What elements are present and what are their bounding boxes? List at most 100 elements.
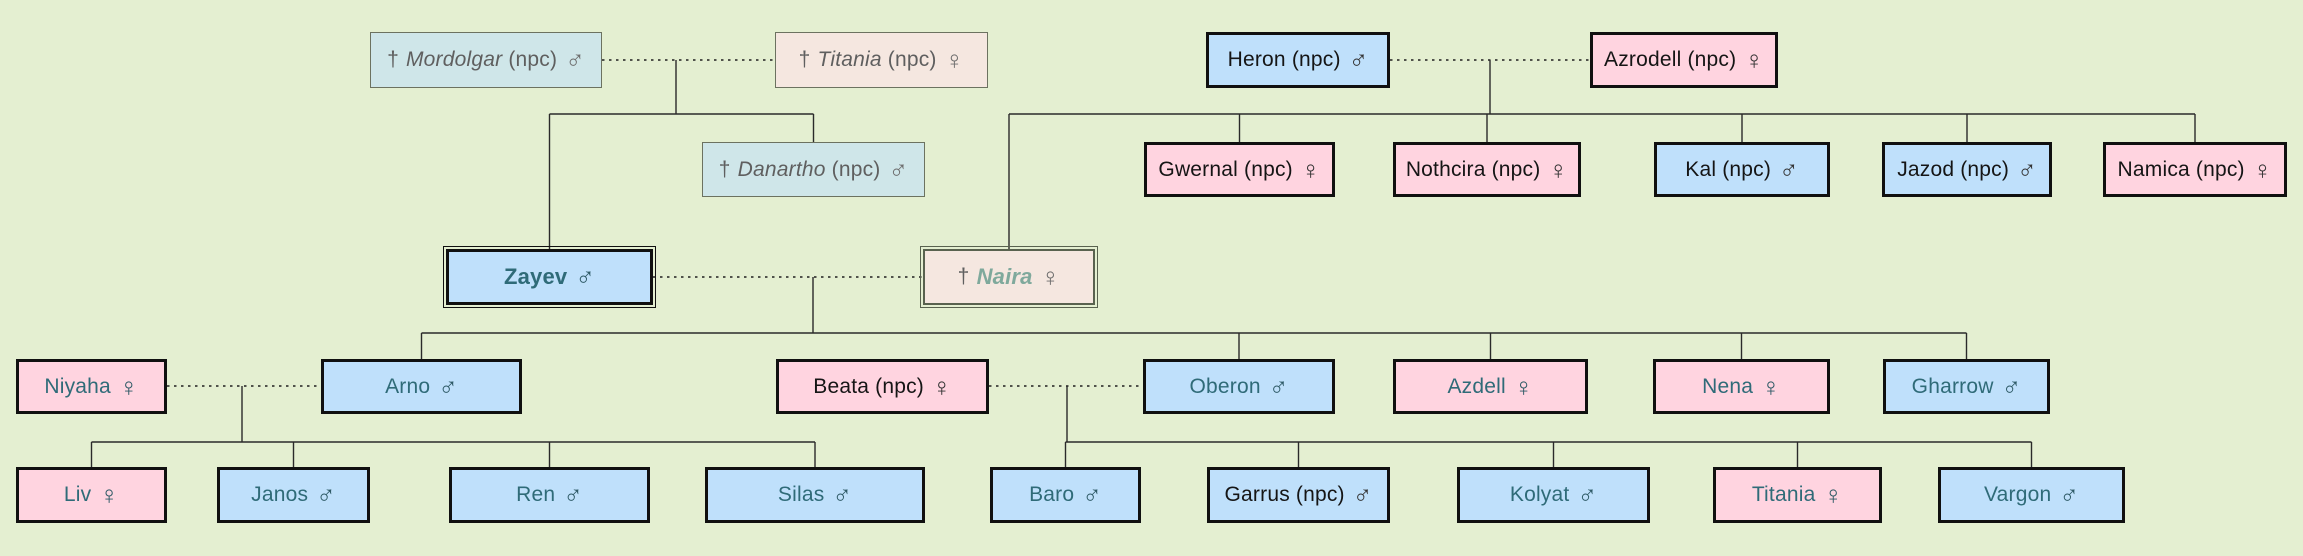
person-name: Jazod (1897, 157, 1955, 181)
person-name: Arno (385, 374, 431, 398)
male-symbol: ♂ (1348, 45, 1369, 75)
male-symbol: ♂ (1268, 371, 1289, 402)
person-node-titania-jr[interactable]: Titania ♀ (1713, 467, 1882, 523)
npc-tag: (npc) (1960, 157, 2010, 181)
person-node-danartho[interactable]: †Danartho(npc) ♂ (702, 142, 925, 197)
person-node-azdell[interactable]: Azdell ♀ (1393, 359, 1588, 414)
male-symbol: ♂ (888, 154, 909, 185)
male-symbol: ♂ (1577, 480, 1598, 510)
person-name: Titania (1751, 483, 1816, 506)
person-name: Niyaha (44, 374, 111, 398)
person-node-niyaha[interactable]: Niyaha ♀ (16, 359, 167, 414)
person-node-garrus[interactable]: Garrus(npc) ♂ (1207, 467, 1390, 523)
person-node-naira[interactable]: † Naira ♀ (920, 246, 1098, 308)
npc-tag: (npc) (1491, 157, 1541, 181)
npc-tag: (npc) (1722, 157, 1772, 181)
person-node-gharrow[interactable]: Gharrow ♂ (1883, 359, 2050, 414)
person-node-janos[interactable]: Janos♂ (217, 467, 370, 523)
male-symbol: ♂ (575, 262, 596, 292)
female-symbol: ♀ (1040, 262, 1061, 292)
person-node-jazod[interactable]: Jazod(npc) ♂ (1882, 142, 2052, 197)
person-name: Oberon (1189, 374, 1261, 398)
person-node-gwernal[interactable]: Gwernal(npc) ♀ (1144, 142, 1335, 197)
deceased-dagger: † (387, 48, 399, 71)
person-name: Zayev (503, 264, 568, 289)
person-node-oberon[interactable]: Oberon ♂ (1143, 359, 1335, 414)
deceased-dagger: † (798, 48, 811, 71)
female-symbol: ♀ (99, 480, 120, 510)
person-node-vargon[interactable]: Vargon♂ (1938, 467, 2125, 523)
person-node-baro[interactable]: Baro ♂ (990, 467, 1141, 523)
person-node-mordolgar[interactable]: † Mordolgar(npc) ♂ (370, 32, 602, 88)
person-node-nothcira[interactable]: Nothcira(npc) ♀ (1393, 142, 1581, 197)
person-name: Silas (777, 483, 825, 506)
male-symbol: ♂ (1082, 480, 1102, 510)
male-symbol: ♂ (563, 480, 583, 510)
person-name: Mordolgar (405, 48, 503, 71)
person-node-heron[interactable]: Heron(npc) ♂ (1206, 32, 1390, 88)
person-node-namica[interactable]: Namica(npc) ♀ (2103, 142, 2287, 197)
person-name: Heron (1227, 48, 1286, 71)
person-name: Gwernal (1158, 157, 1239, 181)
person-name: Baro (1029, 483, 1075, 506)
person-name: Liv (63, 483, 92, 506)
person-name: Nothcira (1405, 157, 1486, 181)
person-name: Nena (1702, 374, 1754, 398)
male-symbol: ♂ (565, 45, 585, 75)
female-symbol: ♀ (944, 45, 965, 75)
person-name: Gharrow (1911, 374, 1994, 398)
male-symbol: ♂ (2017, 154, 2037, 185)
male-symbol: ♂ (438, 371, 458, 402)
female-symbol: ♀ (1513, 371, 1534, 402)
person-name: Kal (1685, 157, 1717, 181)
female-symbol: ♀ (2252, 154, 2273, 185)
male-symbol: ♂ (2059, 480, 2080, 510)
npc-tag: (npc) (1687, 48, 1737, 71)
person-node-azrodell[interactable]: Azrodell(npc) ♀ (1590, 32, 1778, 88)
person-node-beata[interactable]: Beata(npc)♀ (776, 359, 989, 414)
npc-tag: (npc) (2195, 157, 2245, 181)
person-name: Beata (813, 374, 870, 398)
person-name: Danartho (737, 157, 826, 181)
person-name: Naira (976, 264, 1033, 289)
person-node-ren[interactable]: Ren ♂ (449, 467, 650, 523)
person-node-zayev[interactable]: Zayev ♂ (443, 246, 656, 308)
female-symbol: ♀ (1761, 371, 1781, 402)
female-symbol: ♀ (1300, 154, 1321, 185)
person-name: Janos (251, 483, 309, 506)
deceased-dagger: † (957, 265, 970, 288)
person-name: Ren (516, 483, 556, 506)
person-node-titania-sr[interactable]: † Titania(npc) ♀ (775, 32, 988, 88)
male-symbol: ♂ (1779, 154, 1799, 185)
person-name: Azdell (1447, 374, 1506, 398)
person-name: Namica (2117, 157, 2190, 181)
person-name: Garrus (1224, 483, 1290, 506)
npc-tag: (npc) (1291, 48, 1341, 71)
female-symbol: ♀ (118, 371, 139, 402)
person-name: Titania (817, 48, 882, 71)
npc-tag: (npc) (508, 48, 558, 71)
npc-tag: (npc) (887, 48, 937, 71)
male-symbol: ♂ (2001, 371, 2022, 402)
person-node-kal[interactable]: Kal(npc) ♂ (1654, 142, 1830, 197)
female-symbol: ♀ (1548, 154, 1569, 185)
person-node-kolyat[interactable]: Kolyat ♂ (1457, 467, 1650, 523)
male-symbol: ♂ (832, 480, 853, 510)
person-node-silas[interactable]: Silas ♂ (705, 467, 925, 523)
npc-tag: (npc) (1244, 157, 1293, 181)
deceased-dagger: † (718, 157, 731, 181)
person-node-nena[interactable]: Nena ♀ (1653, 359, 1830, 414)
person-name: Kolyat (1509, 483, 1570, 506)
female-symbol: ♀ (932, 371, 952, 402)
person-name: Azrodell (1603, 48, 1682, 71)
person-node-arno[interactable]: Arno ♂ (321, 359, 522, 414)
female-symbol: ♀ (1744, 45, 1765, 75)
male-symbol: ♂ (1352, 480, 1373, 510)
npc-tag: (npc) (831, 157, 881, 181)
person-node-liv[interactable]: Liv ♀ (16, 467, 167, 523)
female-symbol: ♀ (1823, 480, 1844, 510)
npc-tag: (npc) (1295, 483, 1345, 506)
